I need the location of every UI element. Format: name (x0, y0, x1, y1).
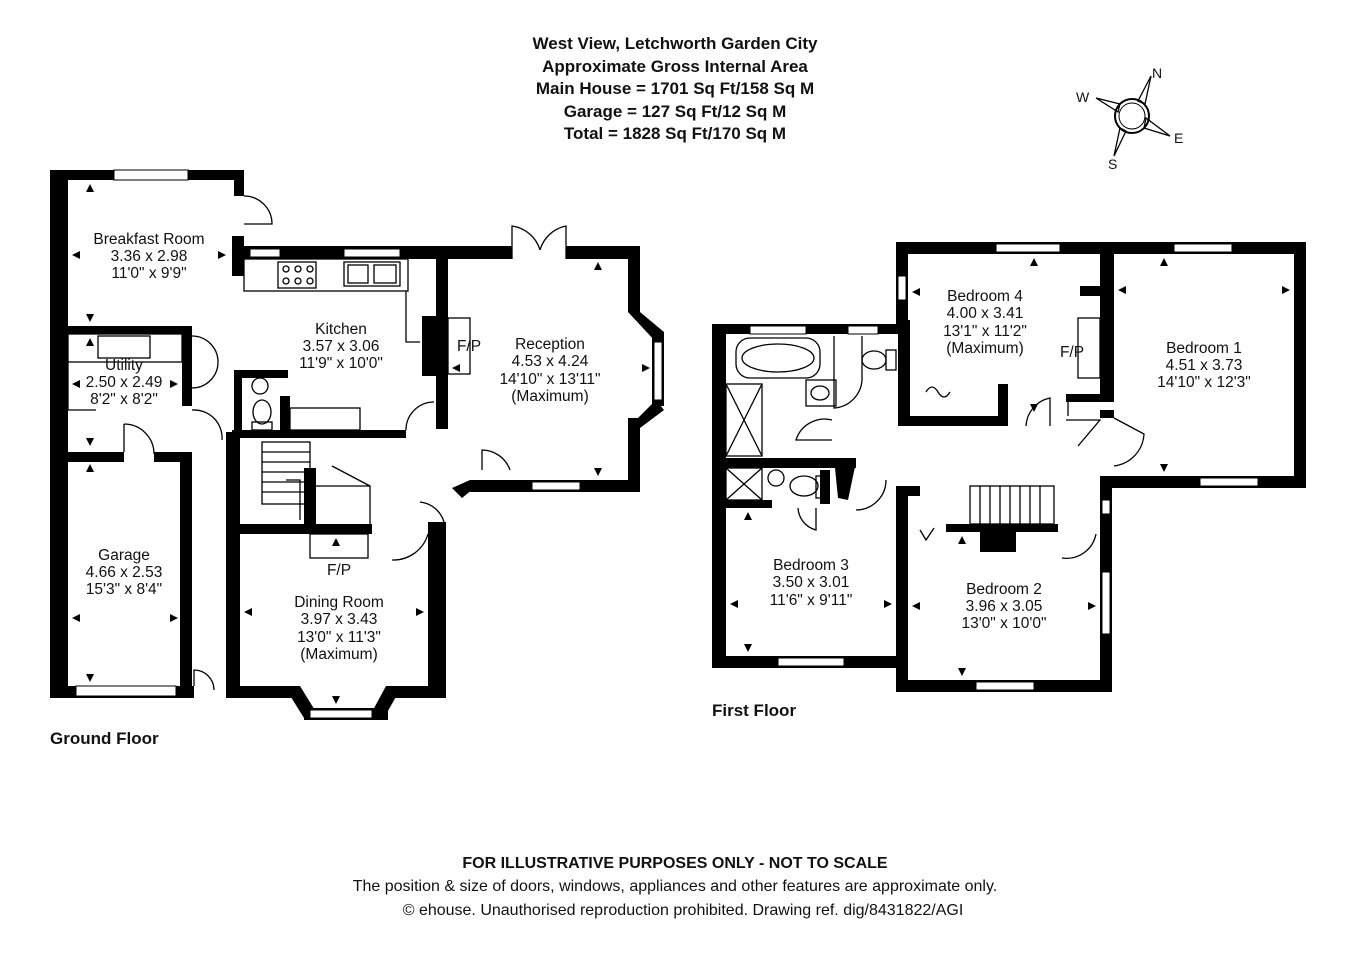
bedroom1-metric: 4.51 x 3.73 (1166, 357, 1243, 374)
utility-imperial: 8'2" x 8'2" (90, 391, 158, 408)
ground-floor-plan: Breakfast Room 3.36 x 2.98 11'0" x 9'9" … (50, 169, 664, 748)
utility-name: Utility (105, 357, 143, 374)
breakfast-room-imperial: 11'0" x 9'9" (111, 265, 186, 282)
garage-area: Garage = 127 Sq Ft/12 Sq M (564, 102, 787, 121)
bedroom4-imperial: 13'1" x 11'2" (943, 323, 1027, 340)
dining-room-metric: 3.97 x 3.43 (301, 611, 378, 628)
reception-metric: 4.53 x 4.24 (512, 353, 589, 370)
kitchen-imperial: 11'9" x 10'0" (299, 355, 383, 372)
reception-imperial: 14'10" x 13'11" (499, 371, 600, 388)
reception-note: (Maximum) (511, 388, 589, 405)
kitchen-metric: 3.57 x 3.06 (303, 338, 380, 355)
main-house-area: Main House = 1701 Sq Ft/158 Sq M (536, 79, 814, 98)
bedroom1-imperial: 14'10" x 12'3" (1157, 374, 1251, 391)
bedroom3-name: Bedroom 3 (773, 557, 849, 574)
compass-icon: N E S W (1076, 65, 1183, 172)
copyright-line: © ehouse. Unauthorised reproduction proh… (403, 902, 964, 919)
garage-metric: 4.66 x 2.53 (86, 564, 163, 581)
garage-name: Garage (98, 547, 150, 564)
ground-floor-label: Ground Floor (50, 729, 159, 748)
compass-north: N (1152, 65, 1162, 81)
fireplace-reception-label: F/P (457, 338, 481, 355)
plan-title: West View, Letchworth Garden City (533, 34, 819, 53)
breakfast-room-metric: 3.36 x 2.98 (111, 248, 188, 265)
breakfast-room-name: Breakfast Room (93, 231, 204, 248)
first-floor-plan: Bedroom 4 4.00 x 3.41 13'1" x 11'2" (Max… (712, 242, 1306, 720)
bedroom4-metric: 4.00 x 3.41 (947, 305, 1024, 322)
bedroom3-imperial: 11'6" x 9'11" (770, 592, 853, 609)
dining-room-imperial: 13'0" x 11'3" (297, 629, 381, 646)
bedroom2-name: Bedroom 2 (966, 581, 1042, 598)
bedroom2-imperial: 13'0" x 10'0" (961, 615, 1046, 632)
utility-metric: 2.50 x 2.49 (86, 374, 163, 391)
dining-room-note: (Maximum) (300, 646, 378, 663)
compass-west: W (1076, 89, 1090, 105)
bedroom2-metric: 3.96 x 3.05 (966, 598, 1043, 615)
compass-east: E (1174, 130, 1183, 146)
bedroom4-name: Bedroom 4 (947, 288, 1023, 305)
disclaimer-line: The position & size of doors, windows, a… (353, 878, 998, 895)
fireplace-bedroom1-label: F/P (1060, 344, 1084, 361)
header: West View, Letchworth Garden City Approx… (533, 34, 819, 143)
area-subtitle: Approximate Gross Internal Area (542, 57, 808, 76)
bedroom1-name: Bedroom 1 (1166, 340, 1242, 357)
footer: FOR ILLUSTRATIVE PURPOSES ONLY - NOT TO … (353, 855, 998, 919)
fireplace-dining-label: F/P (327, 562, 351, 579)
total-area: Total = 1828 Sq Ft/170 Sq M (564, 124, 786, 143)
dining-room-name: Dining Room (294, 594, 384, 611)
kitchen-name: Kitchen (315, 321, 367, 338)
compass-south: S (1108, 156, 1117, 172)
bedroom4-note: (Maximum) (946, 340, 1024, 357)
bedroom3-metric: 3.50 x 3.01 (773, 574, 850, 591)
reception-name: Reception (515, 336, 585, 353)
garage-imperial: 15'3" x 8'4" (86, 581, 162, 598)
disclaimer-heading: FOR ILLUSTRATIVE PURPOSES ONLY - NOT TO … (462, 855, 888, 872)
first-floor-label: First Floor (712, 701, 796, 720)
